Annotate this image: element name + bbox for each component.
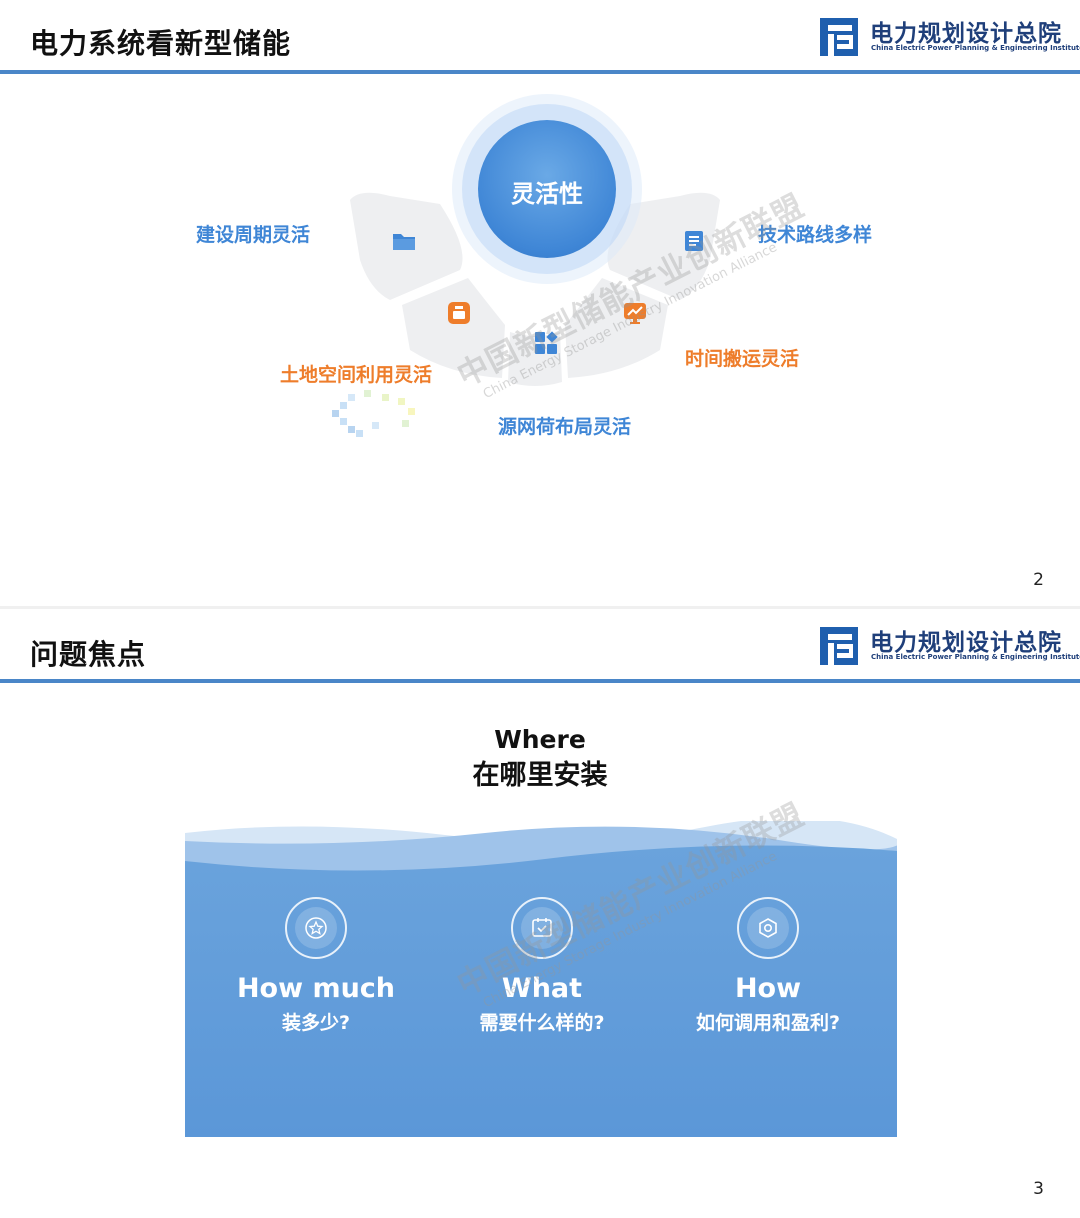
logo-mark-icon <box>820 18 858 56</box>
petal-time-shift <box>565 278 668 378</box>
item-label-en: How <box>734 973 802 1004</box>
item-label-cn: 如何调用和盈利? <box>695 1012 841 1034</box>
page-number: 3 <box>1033 1179 1044 1199</box>
item-label-en: How much <box>236 973 396 1004</box>
org-name-cn: 电力规划设计总院 <box>870 630 1062 656</box>
chart-monitor-icon <box>624 303 646 324</box>
bag-icon <box>448 302 470 324</box>
star-icon <box>285 897 347 959</box>
label-construction-period: 建设周期灵活 <box>196 224 311 246</box>
label-time-shift: 时间搬运灵活 <box>685 348 800 370</box>
grid-icon <box>535 331 558 354</box>
slide-2: 电力系统看新型储能 电力规划设计总院 China Electric Power … <box>0 0 1080 606</box>
label-source-grid-load: 源网荷布局灵活 <box>498 416 632 438</box>
calendar-check-icon <box>511 897 573 959</box>
focus-item-how-much: How much 装多少? <box>196 897 436 1035</box>
header-rule <box>0 70 1080 74</box>
slide-3: 问题焦点 电力规划设计总院 China Electric Power Plann… <box>0 609 1080 1218</box>
slide-title: 电力系统看新型储能 <box>30 27 292 60</box>
label-technology-route: 技术路线多样 <box>758 224 873 246</box>
org-name-cn: 电力规划设计总院 <box>870 21 1062 47</box>
wave-panel <box>185 821 897 1137</box>
item-label-en: What <box>501 973 583 1004</box>
focus-item-how: How 如何调用和盈利? <box>648 897 888 1035</box>
item-label-cn: 装多少? <box>281 1012 351 1034</box>
slide-title: 问题焦点 <box>30 638 147 671</box>
center-flexibility-circle: 灵活性 <box>478 120 616 258</box>
org-name-en: China Electric Power Planning & Engineer… <box>871 653 1080 661</box>
item-label-cn: 需要什么样的? <box>479 1012 605 1034</box>
header-rule <box>0 679 1080 683</box>
document-icon <box>685 231 703 251</box>
petal-technology <box>607 192 720 300</box>
center-label: 灵活性 <box>511 180 583 208</box>
org-logo: 电力规划设计总院 China Electric Power Planning &… <box>820 16 1080 61</box>
logo-mark-icon <box>820 627 858 665</box>
org-logo: 电力规划设计总院 China Electric Power Planning &… <box>820 625 1080 670</box>
where-heading-cn: 在哪里安装 <box>472 760 608 791</box>
petal-land <box>402 278 505 378</box>
hexagon-icon <box>737 897 799 959</box>
watermark-logo <box>332 390 415 437</box>
folder-icon <box>393 234 415 250</box>
where-heading-en: Where <box>494 725 586 754</box>
label-land-space: 土地空间利用灵活 <box>280 364 433 386</box>
slide-separator <box>0 606 1080 609</box>
org-name-en: China Electric Power Planning & Engineer… <box>871 44 1080 52</box>
focus-item-what: What 需要什么样的? <box>422 897 662 1035</box>
page-number: 2 <box>1033 570 1044 590</box>
